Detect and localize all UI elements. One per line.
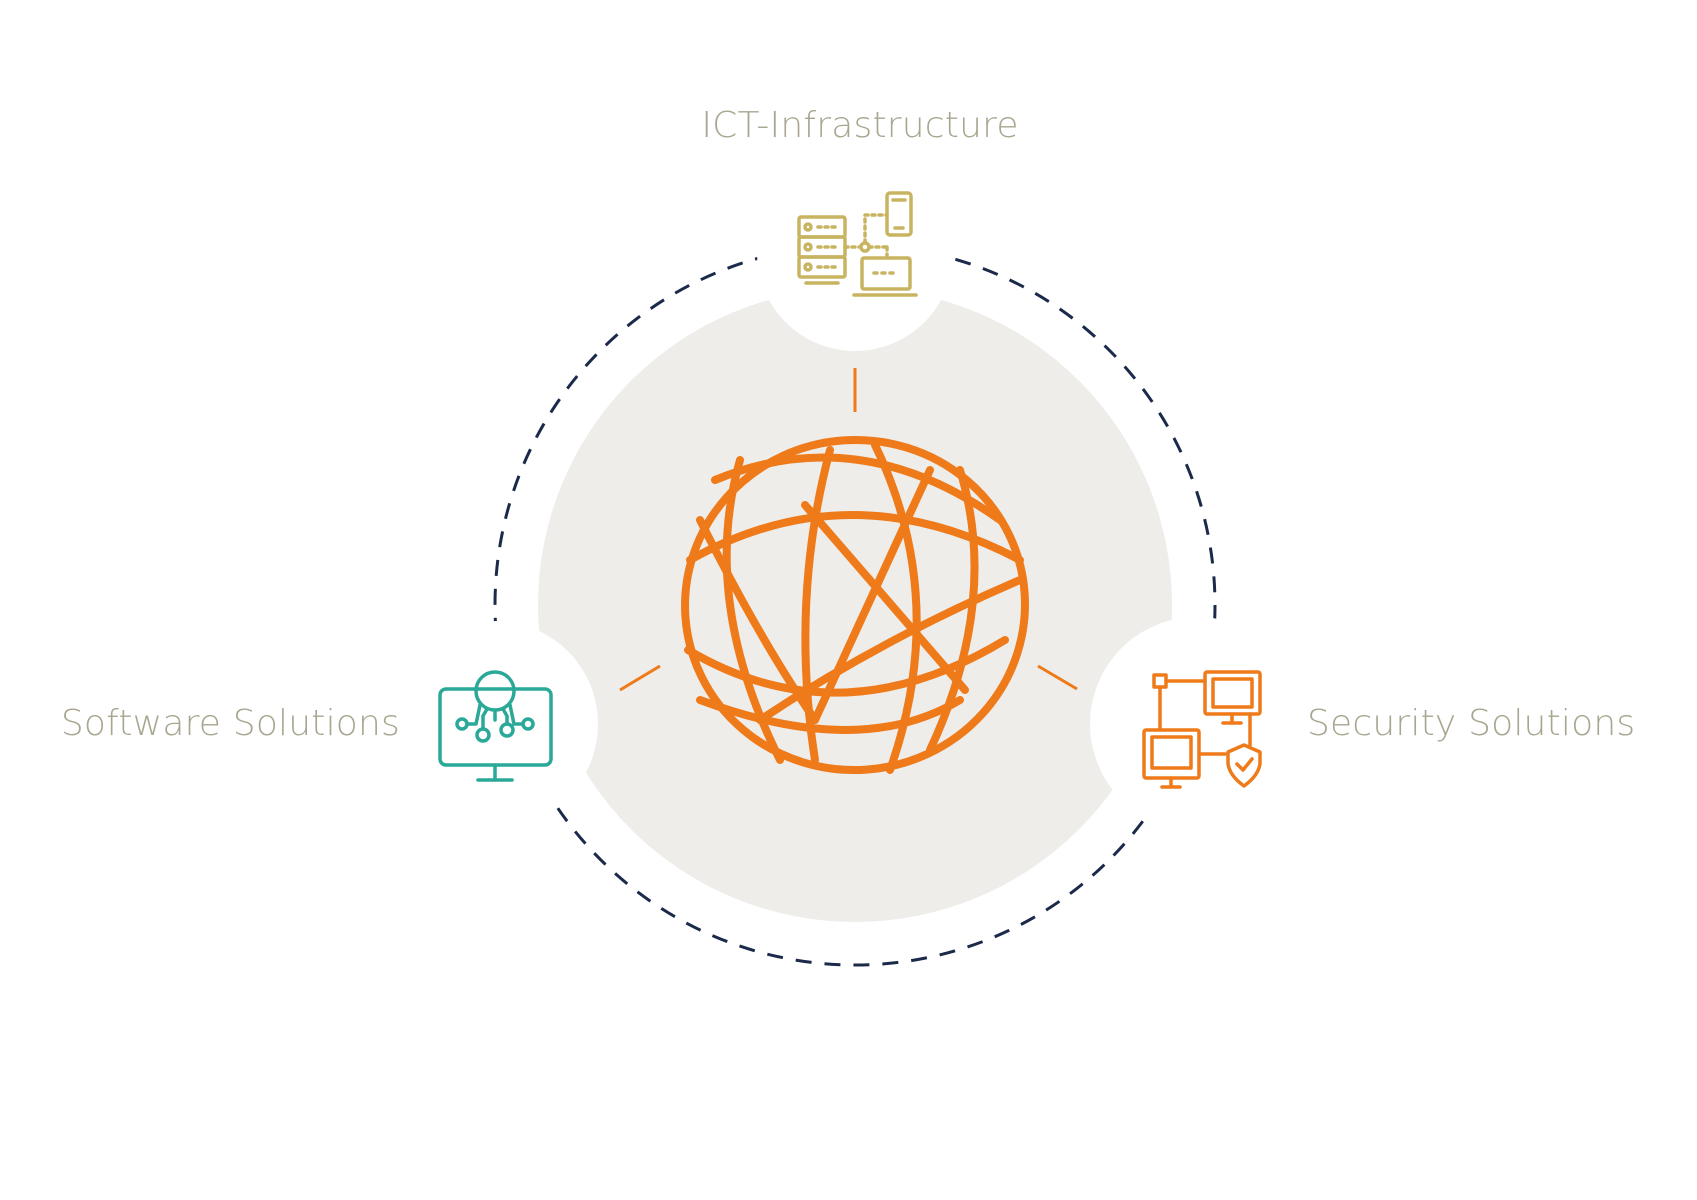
node-backdrop-software bbox=[392, 621, 598, 827]
node-backdrop-ict bbox=[757, 155, 953, 351]
center-disc bbox=[538, 288, 1172, 922]
node-label-ict: ICT-Infrastructure bbox=[701, 105, 1019, 146]
globe-icon bbox=[681, 435, 1029, 775]
network-shield-icon bbox=[1142, 670, 1262, 789]
spoke-left bbox=[619, 664, 661, 692]
spoke-right bbox=[1037, 664, 1078, 691]
node-label-software: Software Solutions bbox=[60, 703, 400, 744]
server-network-icon bbox=[797, 191, 918, 297]
node-label-security: Security Solutions bbox=[1307, 703, 1636, 744]
monitor-circuit-icon bbox=[438, 670, 553, 782]
node-backdrop-security bbox=[1090, 617, 1304, 831]
